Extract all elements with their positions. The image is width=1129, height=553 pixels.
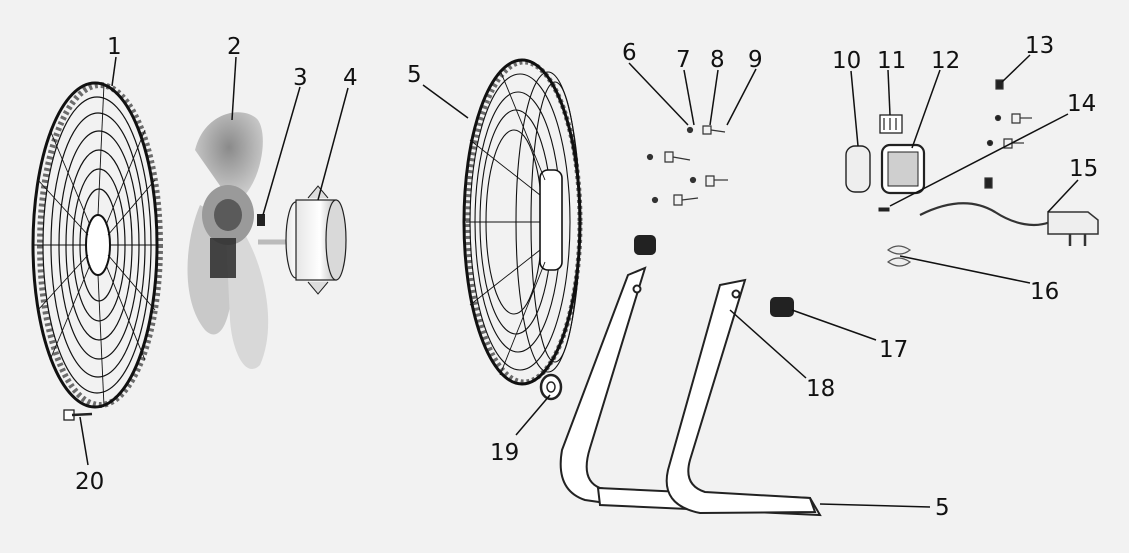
- label-13: 13: [1025, 33, 1054, 59]
- motor: [258, 185, 347, 295]
- cord-clip: [886, 245, 912, 267]
- label-5-bottom: 5: [935, 495, 950, 521]
- label-16: 16: [1030, 279, 1059, 305]
- rear-grille: [462, 58, 583, 386]
- label-2: 2: [227, 34, 242, 60]
- hardware-screws-6-9: [646, 125, 728, 206]
- label-4: 4: [343, 65, 358, 91]
- label-5-top: 5: [407, 62, 422, 88]
- label-3: 3: [293, 65, 308, 91]
- label-17: 17: [879, 337, 908, 363]
- label-14: 14: [1067, 91, 1096, 117]
- switch-box: [845, 114, 926, 212]
- label-7: 7: [676, 47, 691, 73]
- label-6: 6: [622, 40, 637, 66]
- label-15: 15: [1069, 156, 1098, 182]
- leader-lines: [79, 54, 1079, 508]
- part-numbers: 1 2 3 4 5 6 7 8 9 10 11 12 13 14 15 16 1…: [75, 33, 1098, 521]
- label-1: 1: [107, 34, 122, 60]
- stand-base: [539, 235, 822, 517]
- fan-blade: [187, 112, 269, 369]
- label-11: 11: [877, 48, 906, 74]
- label-8: 8: [710, 47, 725, 73]
- hardware-screws-13: [984, 79, 1032, 189]
- label-12: 12: [931, 48, 960, 74]
- label-19: 19: [490, 440, 519, 466]
- blade-screw: [257, 214, 265, 226]
- label-9: 9: [748, 47, 763, 73]
- label-10: 10: [832, 48, 861, 74]
- power-cord: [919, 202, 1099, 246]
- front-grille: [31, 81, 163, 409]
- label-18: 18: [806, 376, 835, 402]
- grille-screw: [63, 409, 93, 421]
- label-20: 20: [75, 469, 104, 495]
